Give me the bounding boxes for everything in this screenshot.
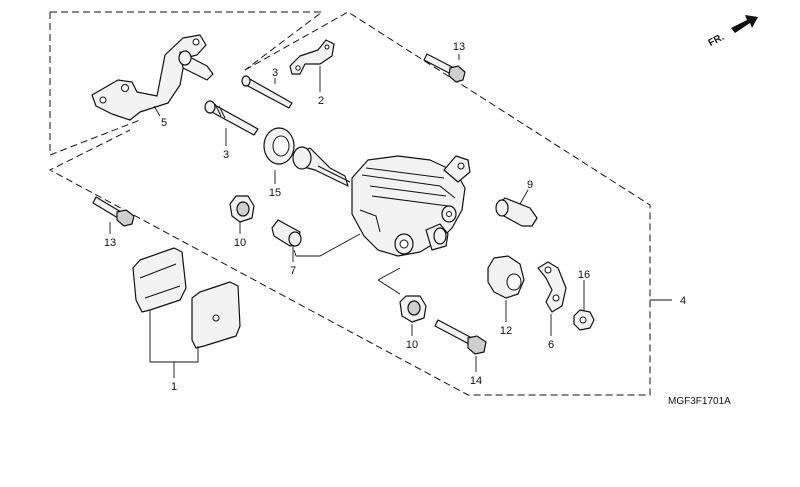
front-arrow-icon xyxy=(731,15,758,33)
part-13-bolt-lower xyxy=(92,196,135,227)
callout-9: 9 xyxy=(527,179,533,191)
callout-14: 14 xyxy=(470,375,482,387)
front-direction-label: FR. xyxy=(707,32,727,49)
callout-13-upper: 13 xyxy=(453,41,465,53)
part-13-bolt-upper xyxy=(423,53,466,83)
callout-10-upper: 10 xyxy=(234,237,246,249)
part-2-retainer-clip xyxy=(289,39,335,75)
part-16-nut xyxy=(573,309,595,331)
callout-2: 2 xyxy=(318,95,324,107)
leader-lines xyxy=(109,54,585,372)
assembly-group-outline xyxy=(48,11,672,396)
part-10-boot-lower xyxy=(399,295,427,323)
callout-3-lower: 3 xyxy=(223,149,229,161)
callout-6: 6 xyxy=(548,339,554,351)
part-14-bolt xyxy=(434,319,487,355)
part-7-bushing xyxy=(271,219,302,247)
part-6-bracket xyxy=(537,261,567,313)
callout-13-lower: 13 xyxy=(104,237,116,249)
callout-16: 16 xyxy=(578,269,590,281)
callout-7: 7 xyxy=(290,265,296,277)
part-10-boot-upper xyxy=(229,195,255,223)
part-15-seal xyxy=(263,127,295,165)
caliper-body xyxy=(292,146,471,257)
callout-15: 15 xyxy=(269,187,281,199)
diagram-code: MGF3F1701A xyxy=(668,396,731,407)
callout-3-upper: 3 xyxy=(272,67,278,79)
callout-10-lower: 10 xyxy=(406,339,418,351)
callout-5: 5 xyxy=(161,117,167,129)
part-9-bleeder-screw xyxy=(495,197,538,227)
front-direction-indicator: FR. xyxy=(707,15,758,49)
part-3-pin-lower xyxy=(204,100,259,136)
part-12-boot xyxy=(487,255,525,299)
part-3-pin-upper xyxy=(241,75,293,109)
callout-labels: 5 2 3 3 13 13 15 10 7 9 4 12 6 16 10 14 … xyxy=(104,41,686,393)
part-1-brake-pads xyxy=(132,247,241,378)
callout-4: 4 xyxy=(680,295,686,307)
callout-12: 12 xyxy=(500,325,512,337)
callout-1: 1 xyxy=(171,381,177,393)
part-5-bracket xyxy=(91,34,214,121)
